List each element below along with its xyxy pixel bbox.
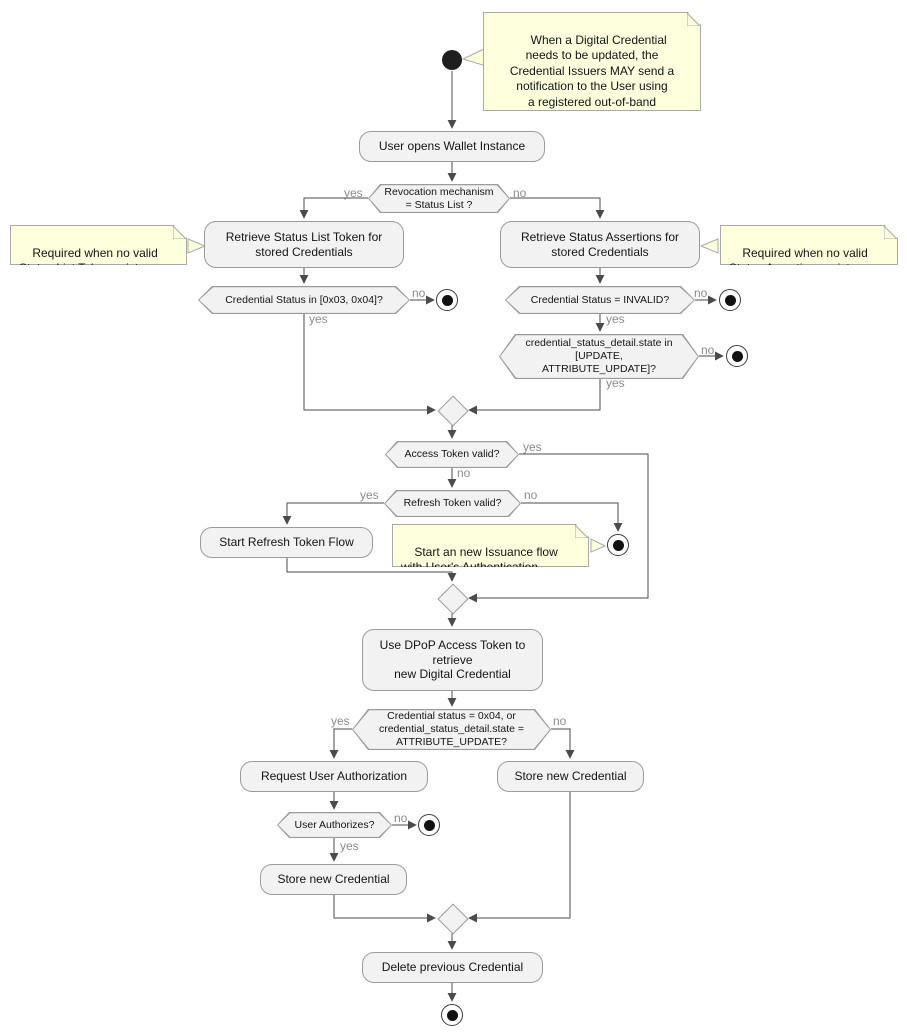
final-node-authorize-no [418, 814, 440, 836]
activity-request-user-authorization-label: Request User Authorization [260, 769, 408, 784]
note-fold-icon [687, 13, 700, 26]
decision-user-authorizes-label: User Authorizes? [294, 818, 375, 831]
edge-label-status-0x04-no: no [553, 714, 567, 728]
activity-start-refresh-token-flow: Start Refresh Token Flow [200, 527, 373, 558]
decision-credential-status-detail-state-label: credential_status_detail.state in [UPDAT… [525, 337, 673, 375]
edge-label-user-authorizes-no: no [394, 811, 408, 825]
note-fold-icon [173, 226, 186, 239]
decision-revocation-mechanism-label: Revocation mechanism = Status List ? [384, 185, 494, 211]
activity-store-new-credential-right-label: Store new Credential [514, 769, 627, 784]
activity-delete-previous-credential-label: Delete previous Credential [381, 960, 524, 975]
edge-label-access-token-no: no [457, 466, 471, 480]
activity-request-user-authorization: Request User Authorization [240, 761, 428, 792]
edge-label-status-invalid-no: no [694, 286, 708, 300]
activity-delete-previous-credential: Delete previous Credential [362, 952, 543, 983]
activity-retrieve-status-list-label: Retrieve Status List Token for stored Cr… [225, 230, 383, 259]
note-update-notification-text: When a Digital Credential needs to be up… [509, 32, 675, 124]
final-node-end [441, 1004, 463, 1026]
note-status-assertions-required: Required when no valid Status Assertions… [720, 225, 898, 265]
activity-retrieve-status-list: Retrieve Status List Token for stored Cr… [204, 221, 404, 268]
activity-retrieve-status-assertions: Retrieve Status Assertions for stored Cr… [500, 221, 700, 268]
note-fold-icon [884, 226, 897, 239]
decision-refresh-token-valid: Refresh Token valid? [384, 490, 521, 517]
final-node-refresh-no [607, 534, 629, 556]
decision-access-token-valid-label: Access Token valid? [404, 448, 500, 460]
edge-label-access-token-yes: yes [523, 440, 542, 454]
decision-credential-status-detail-state: credential_status_detail.state in [UPDAT… [499, 334, 699, 379]
start-node [442, 50, 462, 70]
edge-label-refresh-token-no: no [524, 488, 538, 502]
decision-user-authorizes: User Authorizes? [277, 812, 392, 838]
edge-label-revocation-no: no [513, 186, 527, 200]
decision-credential-status-range: Credential Status in [0x03, 0x04]? [198, 286, 410, 314]
decision-access-token-valid: Access Token valid? [385, 441, 519, 468]
activity-store-new-credential-left: Store new Credential [260, 864, 407, 895]
activity-store-new-credential-right: Store new Credential [497, 761, 644, 792]
final-node-status-invalid-no [719, 289, 741, 311]
decision-credential-status-invalid: Credential Status = INVALID? [505, 286, 695, 314]
edge-label-status-range-yes: yes [309, 312, 328, 326]
activity-open-wallet: User opens Wallet Instance [359, 131, 545, 162]
decision-refresh-token-valid-label: Refresh Token valid? [403, 497, 502, 509]
activity-retrieve-status-assertions-label: Retrieve Status Assertions for stored Cr… [520, 230, 680, 259]
edge-label-revocation-yes: yes [344, 186, 363, 200]
note-status-list-required: Required when no valid Status List Token… [10, 225, 187, 265]
activity-open-wallet-label: User opens Wallet Instance [378, 139, 526, 154]
final-node-status-range-no [436, 289, 458, 311]
activity-store-new-credential-left-label: Store new Credential [277, 872, 390, 887]
decision-credential-status-0x04: Credential status = 0x04, or credential_… [352, 709, 551, 750]
edge-label-status-invalid-yes: yes [606, 312, 625, 326]
decision-credential-status-0x04-label: Credential status = 0x04, or credential_… [378, 710, 525, 748]
edge-label-status-range-no: no [412, 286, 426, 300]
edge-label-detail-state-yes: yes [606, 376, 625, 390]
note-update-notification: When a Digital Credential needs to be up… [483, 12, 701, 111]
final-node-detail-state-no [726, 345, 748, 367]
edge-label-user-authorizes-yes: yes [340, 839, 359, 853]
activity-use-dpop-label: Use DPoP Access Token to retrieve new Di… [379, 638, 526, 682]
decision-credential-status-invalid-label: Credential Status = INVALID? [530, 293, 670, 306]
note-new-issuance-flow: Start an new Issuance flow with User's A… [392, 524, 589, 567]
activity-start-refresh-token-flow-label: Start Refresh Token Flow [219, 535, 354, 550]
edge-label-status-0x04-yes: yes [331, 714, 350, 728]
decision-credential-status-range-label: Credential Status in [0x03, 0x04]? [225, 293, 383, 306]
note-fold-icon [575, 525, 588, 538]
edge-label-refresh-token-yes: yes [360, 488, 379, 502]
edge-label-detail-state-no: no [701, 343, 715, 357]
activity-use-dpop: Use DPoP Access Token to retrieve new Di… [362, 629, 543, 691]
decision-revocation-mechanism: Revocation mechanism = Status List ? [368, 184, 510, 213]
